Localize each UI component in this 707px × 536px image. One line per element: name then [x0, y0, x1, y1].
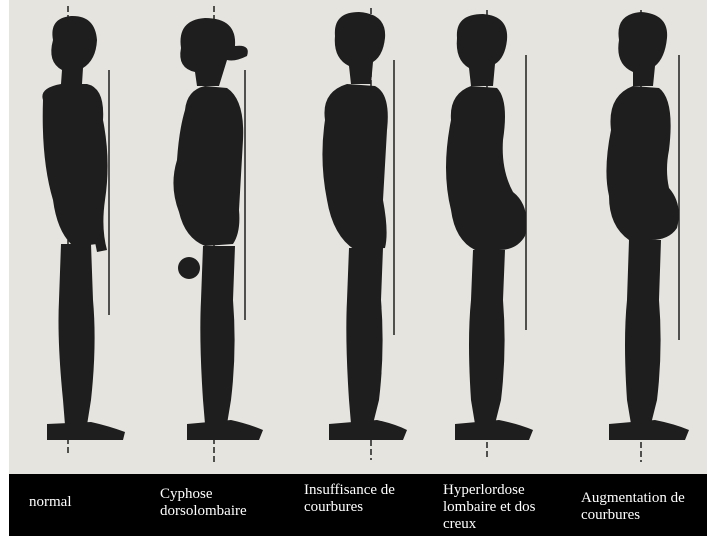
posture-illustration: [9, 0, 707, 474]
figure-augmentation: [606, 10, 689, 462]
caption-cyphose: Cyphose dorsolombaire: [160, 486, 247, 520]
caption-bar: normal Cyphose dorsolombaire Insuffisanc…: [9, 474, 707, 536]
figure-cyphose: [173, 6, 263, 462]
caption-insuffisance: Insuffisance de courbures: [304, 482, 395, 516]
figure-hyperlordose: [446, 10, 533, 460]
caption-normal: normal: [29, 494, 72, 511]
figure-insuffisance: [322, 8, 407, 460]
figure-normal: [42, 6, 125, 455]
caption-hyperlordose: Hyperlordose lombaire et dos creux: [443, 482, 535, 533]
caption-augmentation: Augmentation de courbures: [581, 490, 685, 524]
